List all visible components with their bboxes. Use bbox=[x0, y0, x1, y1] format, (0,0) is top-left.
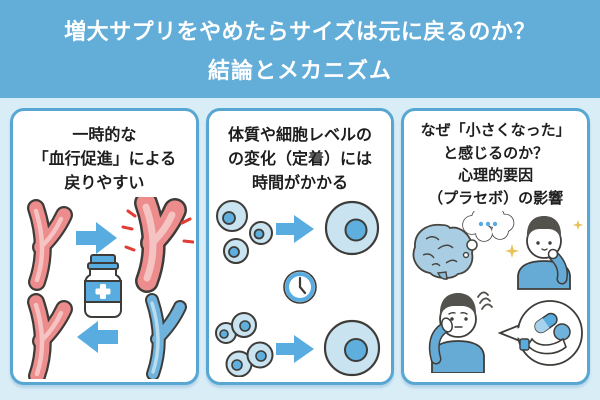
card3-title-line1: なぜ「小さくなった」 bbox=[420, 121, 571, 139]
header-title-line1: 増大サプリをやめたらサイズは元に戻るのか？ bbox=[64, 19, 536, 45]
dilated-blood-vessel-icon bbox=[121, 197, 195, 293]
burst-marks-icon bbox=[121, 209, 195, 252]
card3-title-line2: と感じるのか？ bbox=[443, 143, 549, 162]
open-hand-icon bbox=[526, 337, 567, 355]
card-cellular-change: 体質や細胞レベルの の変化（定着）には 時間がかかる bbox=[205, 108, 395, 385]
card1-title-line1: 一時的な bbox=[72, 125, 137, 144]
sparkle-icon bbox=[572, 219, 583, 231]
header-banner: 増大サプリをやめたらサイズは元に戻るのか？ 結論とメカニズム bbox=[0, 0, 600, 98]
frustration-mark-icon bbox=[476, 291, 493, 310]
card1-title-line2: 「血行促進」による bbox=[32, 149, 177, 168]
supplement-bottle-icon bbox=[84, 254, 123, 318]
card-title: 体質や細胞レベルの の変化（定着）には 時間がかかる bbox=[209, 123, 392, 195]
arrow-right-icon bbox=[76, 222, 118, 254]
card2-title-line1: 体質や細胞レベルの bbox=[228, 125, 373, 144]
card1-title-line3: 戻りやすい bbox=[64, 173, 145, 192]
card3-title-line4: （プラセボ）の影響 bbox=[428, 188, 564, 207]
blood-vessel-icon bbox=[27, 199, 74, 291]
cell-cluster-icon bbox=[216, 200, 273, 264]
large-cell-icon bbox=[323, 319, 381, 377]
brain-icon bbox=[412, 223, 473, 280]
arrow-left-icon bbox=[77, 321, 119, 353]
card3-title-line3: 心理的要因 bbox=[458, 166, 534, 184]
sparkle-icon bbox=[504, 244, 519, 258]
clock-icon bbox=[283, 270, 317, 304]
round-pill-icon bbox=[552, 323, 571, 341]
header-title-line2: 結論とメカニズム bbox=[207, 58, 392, 84]
cell-growth-illustration bbox=[215, 200, 381, 377]
thinking-person-icon bbox=[504, 216, 583, 290]
card-title: 一時的な 「血行促進」による 戻りやすい bbox=[13, 123, 196, 195]
blood-vessel-icon bbox=[27, 293, 74, 379]
large-cell-icon bbox=[324, 200, 380, 256]
pill-offer-bubble-icon bbox=[497, 300, 583, 366]
cards-row: 一時的な 「血行促進」による 戻りやすい bbox=[0, 98, 600, 385]
arrow-right-icon bbox=[276, 335, 314, 363]
capsule-pill-icon bbox=[534, 312, 558, 334]
dividing-cells-icon bbox=[215, 312, 274, 377]
placebo-psychology-illustration bbox=[412, 211, 583, 373]
arrow-right-icon bbox=[276, 215, 314, 243]
card-psychological-factor: なぜ「小さくなった」 と感じるのか？ 心理的要因 （プラセボ）の影響 bbox=[401, 108, 591, 385]
blood-vessel-cycle-illustration bbox=[27, 197, 195, 379]
card-temporary-blood-flow: 一時的な 「血行促進」による 戻りやすい bbox=[10, 108, 199, 385]
card2-title-line2: の変化（定着）には bbox=[228, 149, 373, 168]
card2-title-line3: 時間がかかる bbox=[252, 173, 349, 192]
constricted-blood-vessel-icon bbox=[145, 293, 188, 379]
worried-person-icon bbox=[428, 291, 493, 373]
card-title: なぜ「小さくなった」 と感じるのか？ 心理的要因 （プラセボ）の影響 bbox=[404, 119, 587, 209]
thought-bubble-icon bbox=[461, 211, 514, 259]
